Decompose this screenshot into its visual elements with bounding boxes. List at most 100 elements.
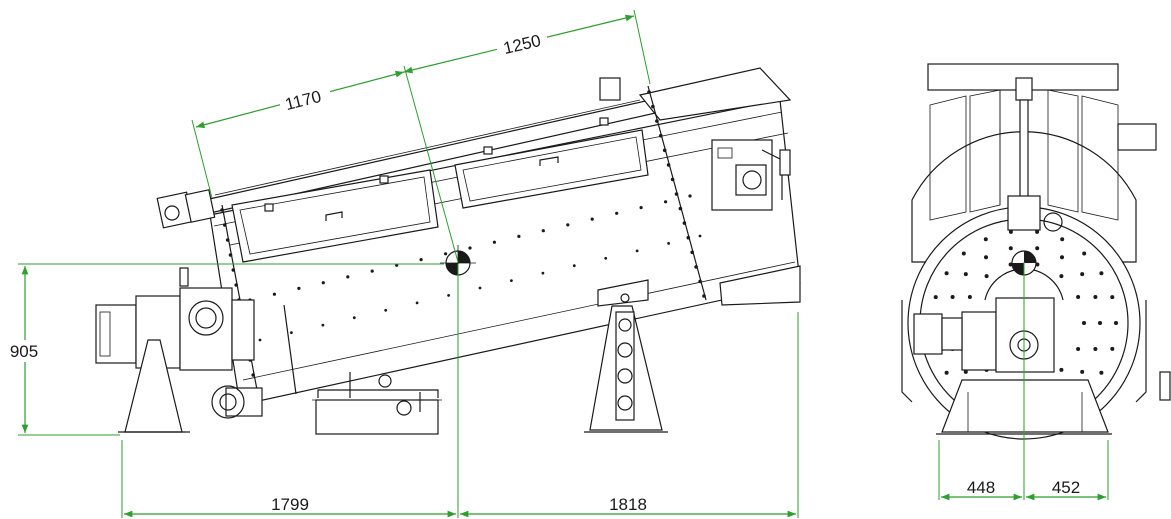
hole-dot (967, 295, 972, 299)
bolt-dot (297, 286, 301, 290)
rear-drive-housing (711, 139, 801, 306)
hole-dot (944, 271, 949, 276)
bolt-dot (220, 208, 224, 212)
bolt-dot (272, 292, 276, 296)
hole-dot (1110, 346, 1115, 351)
hole-dot (1076, 347, 1081, 351)
dimension-labels: 1250 1170 905 1799 1818 448 452 (4, 31, 1080, 514)
bolt-dot (468, 246, 472, 250)
front-motor-assembly (95, 189, 255, 371)
bolt-dot (647, 90, 651, 94)
bolt-dot (321, 323, 325, 327)
bolt-dot (444, 252, 448, 256)
bolt-dot (228, 253, 233, 257)
dim-label-905: 905 (10, 342, 38, 361)
bolt-dot (321, 281, 325, 285)
front-support (118, 339, 190, 433)
hole-dot (1098, 321, 1102, 325)
bolt-dot (698, 279, 702, 284)
hole-dot (963, 272, 968, 277)
bolt-dot (447, 294, 450, 297)
hole-dot (984, 274, 989, 279)
end-drive-assembly (913, 268, 1064, 373)
dim-label-1818: 1818 (609, 495, 647, 514)
bolt-dot (572, 264, 576, 268)
center-of-gravity-mark (440, 245, 476, 281)
flange-bolts-rear (647, 90, 706, 298)
bolt-dot (290, 331, 293, 334)
hole-dot (1008, 246, 1013, 251)
hole-dot (1093, 347, 1098, 351)
bolt-dot (517, 234, 521, 238)
dim-label-448: 448 (967, 478, 995, 497)
hole-dot (1099, 370, 1104, 375)
bolt-dot (694, 265, 698, 269)
bolt-dot (688, 194, 692, 198)
outlet-nozzle (211, 385, 263, 419)
bolt-dot (492, 240, 496, 244)
bolt-dot (258, 338, 262, 342)
bolt-dot (615, 211, 619, 215)
bolt-dot (698, 234, 702, 238)
bolt-dot (541, 229, 545, 233)
dim-label-1799: 1799 (271, 495, 309, 514)
bolt-dot (655, 119, 659, 123)
hole-dot (1082, 251, 1087, 256)
hole-dot (1060, 237, 1065, 242)
drum-rib-bolts (248, 194, 702, 342)
bolt-dot (662, 148, 667, 153)
hole-dot (1076, 295, 1081, 299)
hole-dot (950, 295, 955, 299)
bolt-dot (384, 308, 388, 312)
bolt-dot (510, 279, 513, 282)
bolt-dot (231, 268, 236, 272)
bolt-dot (604, 256, 608, 260)
hole-dot (1093, 295, 1098, 299)
bolt-dot (686, 235, 691, 240)
hole-dot (1008, 229, 1013, 234)
hole-dot (1080, 272, 1085, 277)
bolt-dot (251, 373, 255, 377)
bolt-dot (225, 238, 230, 242)
bolt-dot (234, 283, 238, 287)
bolt-dot (670, 177, 675, 182)
hole-dot (1035, 246, 1040, 251)
hole-dot (1059, 274, 1064, 279)
hole-dot (1080, 369, 1085, 374)
bolt-dot (223, 223, 227, 227)
bolt-dot (352, 316, 356, 320)
bolt-dot (682, 221, 687, 225)
bolt-dot (419, 258, 423, 262)
bolt-dot (639, 206, 643, 210)
end-view (901, 63, 1171, 440)
hole-dot (1114, 321, 1118, 325)
bolt-dot (651, 104, 655, 109)
bolt-dot (666, 163, 671, 167)
bolt-dot (370, 269, 374, 273)
bolt-dot (415, 301, 419, 305)
hole-dot (984, 255, 988, 260)
end-base-frame (901, 300, 1171, 435)
bolt-dot (635, 249, 639, 253)
hole-dot (933, 295, 938, 300)
side-view (95, 67, 801, 435)
bolt-dot (690, 250, 694, 255)
collection-tray (312, 372, 442, 435)
hole-dot (961, 251, 966, 256)
bolt-dot (346, 275, 350, 279)
bolt-dot (667, 242, 670, 245)
bolt-dot (566, 223, 570, 227)
inspection-window-left (231, 169, 439, 263)
bolt-dot (659, 133, 663, 138)
hole-dot (983, 237, 988, 242)
rear-support-leg (584, 279, 668, 433)
bolt-dot (674, 192, 679, 196)
hole-dot (1059, 367, 1064, 372)
bolt-dot (664, 200, 668, 204)
hole-dot (963, 369, 968, 374)
bolt-dot (678, 206, 683, 211)
bolt-dot (541, 271, 545, 275)
bolt-dot (478, 286, 482, 290)
